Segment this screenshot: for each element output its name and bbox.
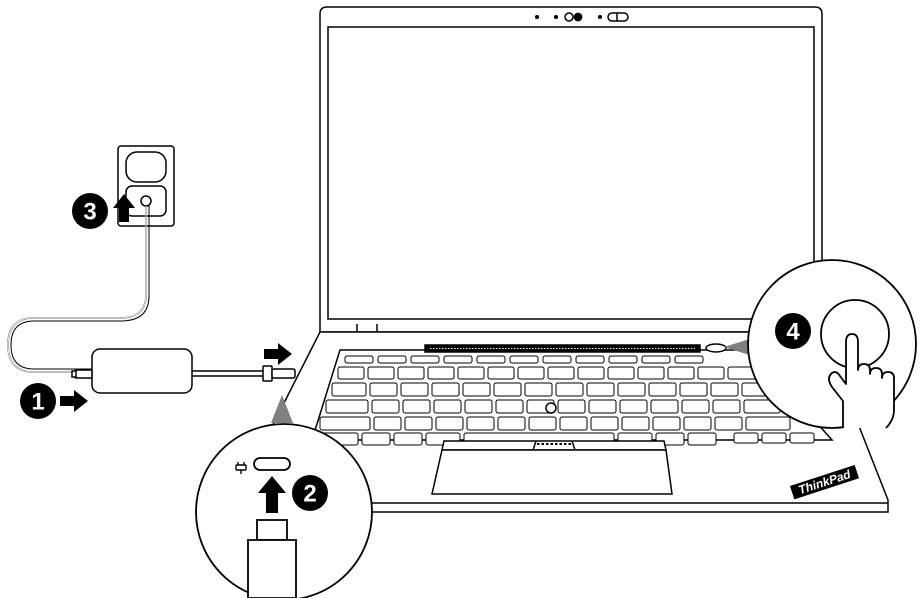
- plug-icon: [235, 462, 247, 474]
- power-button-icon[interactable]: [705, 343, 727, 353]
- power-adapter-icon: [71, 348, 193, 394]
- laptop-screen: [327, 26, 815, 320]
- arrow-up-icon: [113, 194, 135, 222]
- callout-power-button: 4: [747, 259, 917, 429]
- touchpad[interactable]: [431, 449, 673, 495]
- step-number: 2: [303, 481, 316, 508]
- pointing-devices: [431, 402, 673, 495]
- trackpoint[interactable]: [545, 402, 557, 414]
- usb-c-port-icon[interactable]: [253, 457, 291, 471]
- callout-usb-c: 2: [195, 423, 373, 598]
- step-badge-4: 4: [775, 313, 811, 349]
- arrow-up-icon: [258, 476, 286, 513]
- arrow-right-icon: [264, 343, 292, 365]
- step-badge-1: 1: [20, 383, 56, 419]
- power-cord: [7, 206, 147, 373]
- usb-c-connector: [247, 519, 297, 598]
- arrow-right-icon: [60, 390, 88, 412]
- keyboard-keys: [317, 355, 815, 446]
- step-number: 1: [31, 389, 44, 416]
- step-number: 3: [83, 199, 96, 226]
- usb-c-cable: [192, 365, 296, 382]
- step-badge-3: 3: [72, 193, 108, 229]
- trackpad-buttons[interactable]: [441, 440, 667, 451]
- webcam: [534, 12, 629, 22]
- step-number: 4: [786, 319, 800, 346]
- step-badge-2: 2: [292, 475, 328, 511]
- port-callout-pointer: [271, 395, 293, 423]
- hand-pointer-icon: [828, 333, 895, 429]
